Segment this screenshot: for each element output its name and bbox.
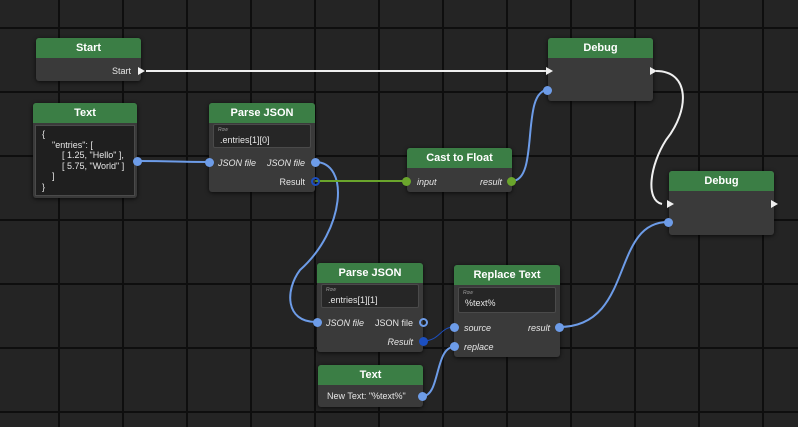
result-label: Result — [279, 177, 305, 187]
node-text[interactable]: Text { "entries": [ [ 1.25, "Hello" ], [… — [33, 103, 142, 198]
node-text-2[interactable]: Text New Text: "%text%" — [318, 365, 427, 407]
input-port[interactable] — [664, 218, 673, 227]
output-label: result — [527, 323, 550, 333]
wire-text-parse1 — [137, 160, 210, 163]
text-content[interactable]: New Text: "%text%" — [327, 391, 406, 401]
node-title: Replace Text — [454, 265, 560, 285]
field-label: Row — [326, 287, 337, 293]
exec-output-port[interactable] — [138, 67, 145, 75]
node-replace-text[interactable]: Replace Text Row %text% source result re… — [450, 265, 564, 357]
output-port[interactable] — [133, 157, 142, 166]
replace-port[interactable] — [450, 342, 459, 351]
input-port[interactable] — [402, 177, 411, 186]
exec-output-port[interactable] — [771, 200, 778, 208]
node-debug-1[interactable]: Debug — [543, 38, 657, 101]
path-field[interactable]: Row .entries[1][0] — [213, 124, 311, 148]
output-label: JSON file — [374, 318, 413, 328]
node-parse-json-1[interactable]: Parse JSON Row .entries[1][0] JSON file … — [205, 103, 320, 192]
result-label: Result — [387, 337, 413, 347]
result-port[interactable] — [419, 337, 428, 346]
node-cast-to-float[interactable]: Cast to Float input result — [402, 148, 516, 192]
wire-cast-debug1 — [511, 89, 549, 182]
output-port[interactable] — [418, 392, 427, 401]
source-port[interactable] — [450, 323, 459, 332]
field-value: .entries[1][1] — [328, 295, 378, 305]
node-title: Cast to Float — [407, 148, 512, 168]
node-start[interactable]: Start Start — [36, 38, 145, 81]
node-debug-2[interactable]: Debug — [664, 171, 778, 235]
node-title: Parse JSON — [317, 263, 423, 283]
output-port[interactable] — [507, 177, 516, 186]
output-port[interactable] — [419, 318, 428, 327]
node-parse-json-2[interactable]: Parse JSON Row .entries[1][1] JSON file … — [313, 263, 428, 352]
path-field[interactable]: Row .entries[1][1] — [321, 284, 419, 308]
node-title: Debug — [669, 171, 774, 191]
node-title: Start — [36, 38, 141, 58]
wire-text2-replace — [422, 346, 455, 397]
wire-replace-debug2 — [558, 221, 669, 328]
exec-input-port[interactable] — [546, 67, 553, 75]
result-port[interactable] — [311, 177, 320, 186]
wire-parse1-parse2 — [289, 161, 339, 323]
field-label: Row — [463, 290, 474, 296]
output-label: JSON file — [266, 158, 305, 168]
input-port[interactable] — [543, 86, 552, 95]
input-label: JSON file — [326, 318, 365, 328]
replace-label: replace — [464, 342, 494, 352]
exec-output-port[interactable] — [650, 67, 657, 75]
output-port[interactable] — [555, 323, 564, 332]
node-title: Parse JSON — [209, 103, 315, 123]
text-content[interactable]: { "entries": [ [ 1.25, "Hello" ], [ 5.75… — [35, 125, 135, 196]
field-value: %text% — [465, 298, 496, 308]
node-title: Text — [318, 365, 423, 385]
input-label: input — [417, 177, 437, 187]
node-title: Text — [33, 103, 137, 123]
input-label: JSON file — [218, 158, 257, 168]
output-label: result — [479, 177, 502, 187]
exec-wire-debug-debug — [650, 70, 684, 205]
output-label: Start — [111, 66, 131, 76]
node-title: Debug — [548, 38, 653, 58]
source-label: source — [464, 323, 492, 333]
output-port[interactable] — [311, 158, 320, 167]
input-port[interactable] — [205, 158, 214, 167]
field-value: .entries[1][0] — [220, 135, 270, 145]
pattern-field[interactable]: Row %text% — [458, 287, 556, 313]
field-label: Row — [218, 127, 229, 133]
exec-input-port[interactable] — [667, 200, 674, 208]
input-port[interactable] — [313, 318, 322, 327]
